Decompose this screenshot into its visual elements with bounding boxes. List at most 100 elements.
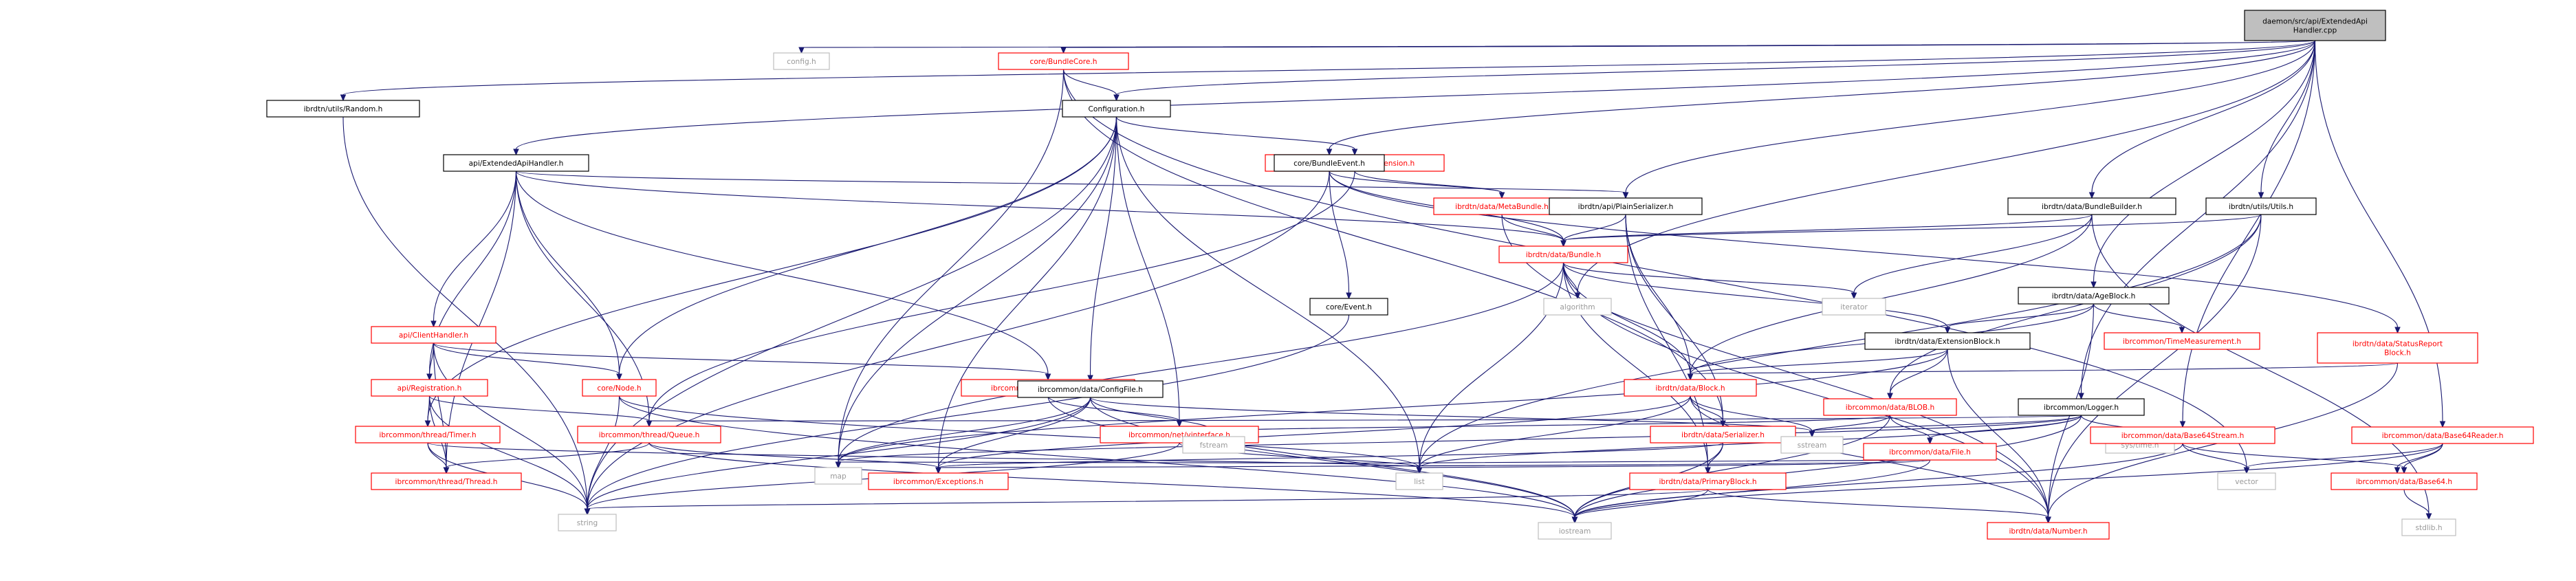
- node-bundlebuilder[interactable]: ibrdtn/data/BundleBuilder.h: [2007, 197, 2176, 215]
- node-iterator: iterator: [1822, 298, 1886, 316]
- node-iostream: iostream: [1538, 522, 1612, 540]
- edge-extapi-to-node: [515, 171, 622, 381]
- edge-root-to-base64stream: [2179, 40, 2316, 428]
- node-box: [1780, 436, 1844, 454]
- node-box: [582, 379, 657, 397]
- node-box: [2317, 332, 2478, 364]
- edge-ageblock-to-timemeas: [2093, 303, 2185, 334]
- node-label: ibrdtn/data/Block.h: [1655, 384, 1725, 393]
- node-label: map: [830, 472, 847, 481]
- node-label: sstream: [1798, 441, 1827, 450]
- node-queue[interactable]: ibrcommon/thread/Queue.h: [577, 426, 721, 443]
- node-box: [868, 472, 1009, 490]
- edge-base64-to-stdlib: [2403, 489, 2432, 520]
- node-random[interactable]: ibrdtn/utils/Random.h: [266, 100, 420, 118]
- edge-root-to-bundlecore: [1060, 40, 2316, 54]
- node-box: [1823, 398, 1957, 416]
- edge-registration-to-queue: [428, 395, 653, 428]
- edge-ageblock-to-extblock: [1944, 303, 2095, 334]
- node-base64reader[interactable]: ibrcommon/data/Base64Reader.h: [2351, 426, 2534, 444]
- edge-base64reader-to-vector: [2243, 443, 2443, 474]
- node-timemeas[interactable]: ibrcommon/TimeMeasurement.h: [2104, 332, 2260, 350]
- node-registration[interactable]: api/Registration.h: [371, 379, 488, 397]
- node-label: ibrdtn/data/Serializer.h: [1681, 431, 1765, 439]
- node-box: [1498, 245, 1628, 263]
- node-base64[interactable]: ibrcommon/data/Base64.h: [2331, 472, 2478, 490]
- node-exceptions[interactable]: ibrcommon/Exceptions.h: [868, 472, 1009, 490]
- edge-block-to-serializer: [1690, 395, 1726, 428]
- node-block[interactable]: ibrdtn/data/Block.h: [1624, 379, 1757, 397]
- node-label: iostream: [1559, 527, 1591, 536]
- node-label: core/Event.h: [1326, 303, 1372, 311]
- edge-queue-to-thread: [443, 442, 650, 474]
- node-box: [2104, 332, 2260, 350]
- node-serializer[interactable]: ibrdtn/data/Serializer.h: [1650, 426, 1796, 443]
- node-label: core/BundleEvent.h: [1294, 160, 1365, 168]
- node-label: ibrcommon/data/BLOB.h: [1846, 404, 1934, 412]
- node-extapi[interactable]: api/ExtendedApiHandler.h: [443, 154, 589, 172]
- node-label: stdlib.h: [2415, 524, 2442, 532]
- node-label: Handler.cpp: [2293, 27, 2337, 35]
- node-string: string: [558, 514, 617, 531]
- edge-block-to-exceptions: [935, 395, 1691, 474]
- edge-root-to-logger: [2078, 40, 2316, 400]
- node-box: [1549, 197, 1703, 215]
- edge-bundle-to-algorithm: [1562, 262, 1581, 300]
- edge-clienthandler-to-socketstream: [433, 342, 1051, 381]
- node-base64stream[interactable]: ibrcommon/data/Base64Stream.h: [2090, 426, 2275, 444]
- edge-datafile-to-list: [1416, 459, 1931, 474]
- edge-utils-to-bundle: [1560, 214, 2262, 248]
- node-clienthandler[interactable]: api/ClientHandler.h: [371, 326, 496, 344]
- node-number[interactable]: ibrdtn/data/Number.h: [1987, 522, 2110, 540]
- node-box: [2090, 426, 2275, 444]
- node-primaryblock[interactable]: ibrdtn/data/PrimaryBlock.h: [1629, 472, 1787, 490]
- node-configuration[interactable]: Configuration.h: [1062, 100, 1171, 118]
- node-label: ibrcommon/thread/Thread.h: [395, 478, 498, 486]
- node-utils[interactable]: ibrdtn/utils/Utils.h: [2205, 197, 2317, 215]
- node-box: [814, 467, 862, 485]
- node-label: iterator: [1840, 303, 1868, 311]
- node-root: daemon/src/api/ExtendedApiHandler.cpp: [2244, 10, 2386, 41]
- node-bundleevent[interactable]: core/BundleEvent.h: [1274, 154, 1385, 172]
- edge-logger-to-iostream: [1571, 415, 2082, 524]
- node-map: map: [814, 467, 862, 485]
- node-timer[interactable]: ibrcommon/thread/Timer.h: [355, 426, 501, 443]
- node-bundlecore[interactable]: core/BundleCore.h: [998, 52, 1129, 70]
- node-logger[interactable]: ibrcommon/Logger.h: [2018, 398, 2145, 416]
- node-label: vector: [2235, 478, 2258, 486]
- node-label: ibrcommon/data/ConfigFile.h: [1038, 386, 1143, 394]
- node-box: [1987, 522, 2110, 540]
- node-bundle[interactable]: ibrdtn/data/Bundle.h: [1498, 245, 1628, 263]
- node-label: ibrcommon/data/Base64Reader.h: [2382, 432, 2504, 440]
- node-ageblock[interactable]: ibrdtn/data/AgeBlock.h: [2018, 287, 2170, 305]
- node-label: ibrcommon/data/Base64Stream.h: [2121, 432, 2245, 440]
- node-node[interactable]: core/Node.h: [582, 379, 657, 397]
- node-label: ibrdtn/data/StatusReport: [2353, 340, 2443, 349]
- edge-root-to-utils: [2258, 40, 2316, 199]
- node-box: [1182, 436, 1245, 454]
- node-label: ibrdtn/data/BundleBuilder.h: [2042, 203, 2142, 211]
- node-label: ibrcommon/thread/Timer.h: [379, 431, 476, 439]
- node-box: [1395, 472, 1443, 490]
- node-coreevent[interactable]: core/Event.h: [1309, 298, 1388, 316]
- node-metabundle[interactable]: ibrdtn/data/MetaBundle.h: [1433, 197, 1571, 215]
- edges-layer: [340, 40, 2446, 524]
- node-thread[interactable]: ibrcommon/thread/Thread.h: [371, 472, 522, 490]
- node-label: ibrcommon/thread/Queue.h: [599, 431, 700, 439]
- node-blob[interactable]: ibrcommon/data/BLOB.h: [1823, 398, 1957, 416]
- node-plainser[interactable]: ibrdtn/api/PlainSerializer.h: [1549, 197, 1703, 215]
- node-configfile[interactable]: ibrcommon/data/ConfigFile.h: [1017, 380, 1164, 398]
- node-box: [2007, 197, 2176, 215]
- node-label: ibrcommon/TimeMeasurement.h: [2123, 338, 2241, 346]
- edge-extblock-to-number: [1947, 349, 2051, 524]
- node-datafile[interactable]: ibrcommon/data/File.h: [1863, 443, 1997, 461]
- edge-bundlecore-to-configuration: [1062, 69, 1120, 102]
- node-box: [2205, 197, 2317, 215]
- node-box: [371, 379, 488, 397]
- edge-bundle-to-iterator: [1562, 262, 1857, 300]
- node-box: [2331, 472, 2478, 490]
- node-label: Configuration.h: [1089, 105, 1145, 113]
- node-extblock[interactable]: ibrdtn/data/ExtensionBlock.h: [1864, 332, 2031, 350]
- node-box: [2244, 10, 2386, 41]
